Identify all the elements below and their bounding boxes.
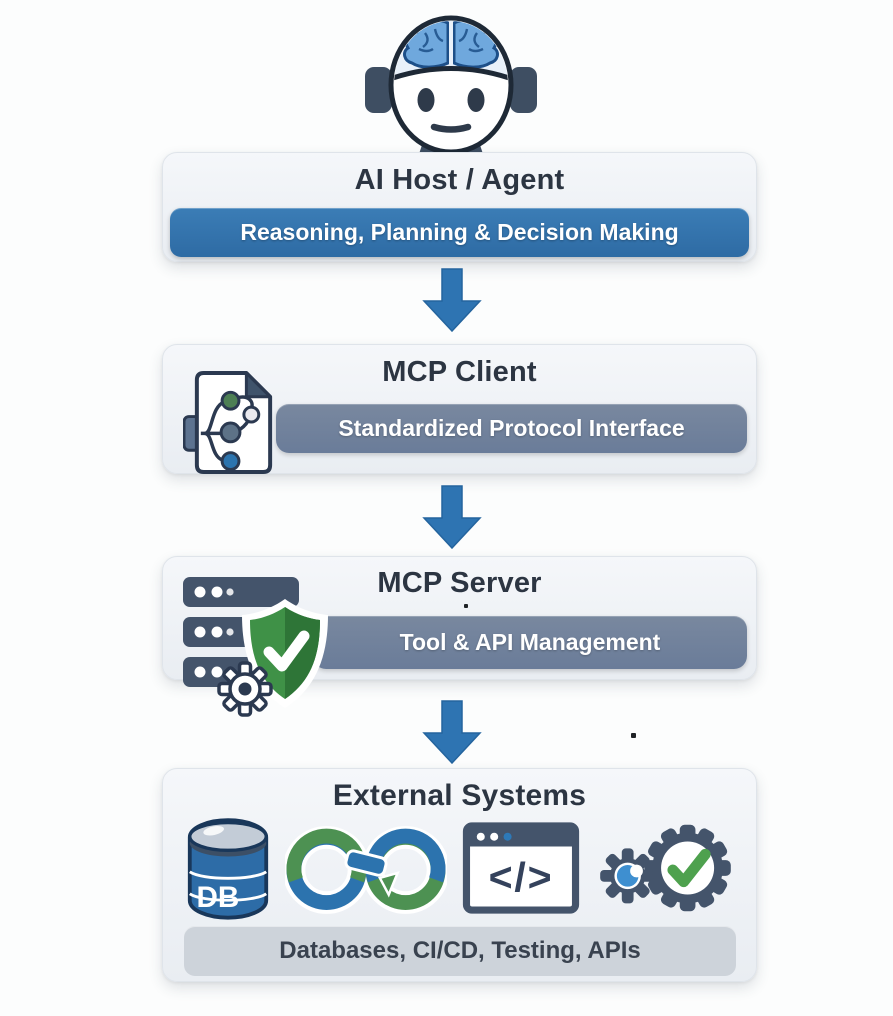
- external-systems-icon-row: DB </>: [185, 813, 736, 923]
- node-subtitle-pill: Reasoning, Planning & Decision Making: [170, 208, 749, 257]
- node-mcp-client: MCP Client Standardized Protocol Interfa…: [162, 344, 757, 474]
- node-ai-host-agent: AI Host / Agent Reasoning, Planning & De…: [162, 152, 757, 262]
- stray-dot: [464, 604, 468, 608]
- node-subtitle-pill: Databases, CI/CD, Testing, APIs: [184, 926, 736, 976]
- node-title: MCP Server: [377, 567, 542, 599]
- node-mcp-server: MCP Server Tool & API Management: [162, 556, 757, 717]
- node-title: MCP Client: [382, 356, 537, 388]
- node-external-systems: External Systems DB: [162, 768, 757, 982]
- code-window-icon: </>: [462, 822, 579, 914]
- node-subtitle-pill: Tool & API Management: [313, 616, 747, 669]
- protocol-document-icon: [183, 371, 273, 474]
- down-arrow-icon: [422, 268, 482, 332]
- cicd-loop-icon: [285, 826, 448, 914]
- node-subtitle-pill: Standardized Protocol Interface: [276, 404, 747, 453]
- gears-check-icon: [600, 824, 731, 912]
- code-glyph: </>: [488, 854, 553, 900]
- database-icon: DB: [187, 818, 269, 920]
- node-title: AI Host / Agent: [354, 164, 565, 196]
- node-title: External Systems: [332, 779, 587, 812]
- robot-head-icon: [365, 15, 537, 157]
- database-label: DB: [196, 881, 239, 914]
- down-arrow-icon: [422, 485, 482, 549]
- stray-dot: [631, 733, 636, 738]
- down-arrow-icon: [422, 700, 482, 764]
- server-shield-gear-icon: [183, 577, 328, 717]
